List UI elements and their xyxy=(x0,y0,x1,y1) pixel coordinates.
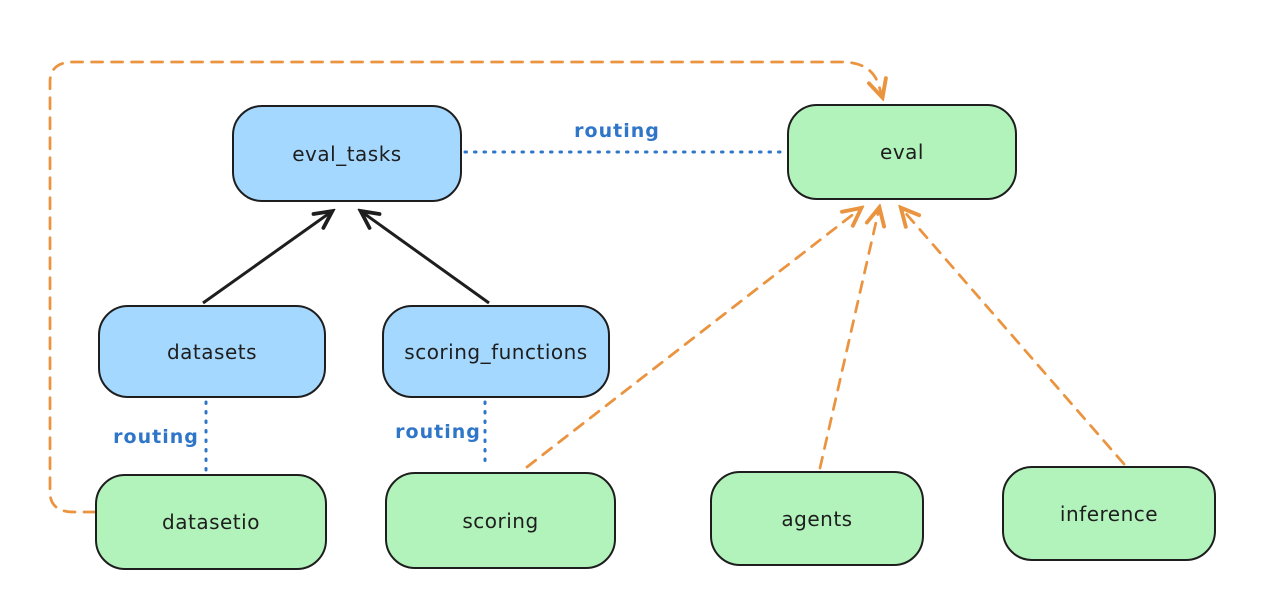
node-datasetio-label: datasetio xyxy=(162,510,260,534)
edge-datasets-to-eval-tasks xyxy=(202,212,331,305)
edge-datasetio-to-eval-loop xyxy=(48,60,882,514)
routing-label-datasets-datasetio: routing xyxy=(113,426,199,448)
node-eval-tasks-label: eval_tasks xyxy=(292,141,402,166)
node-scoring-functions: scoring_functions xyxy=(382,305,610,398)
edge-agents-to-eval xyxy=(818,209,879,470)
node-scoring-functions-label: scoring_functions xyxy=(404,339,588,364)
node-datasetio: datasetio xyxy=(95,474,327,570)
node-datasets-label: datasets xyxy=(166,339,258,364)
node-eval-tasks: eval_tasks xyxy=(232,105,462,202)
node-datasets: datasets xyxy=(98,305,326,398)
node-eval: eval xyxy=(787,104,1017,200)
routing-label-scoring-functions-scoring: routing xyxy=(395,421,481,443)
node-inference: inference xyxy=(1002,466,1216,561)
node-scoring: scoring xyxy=(385,472,616,569)
node-inference-label: inference xyxy=(1059,501,1159,526)
edge-scoring-functions-to-eval-tasks xyxy=(362,212,490,305)
node-scoring-label: scoring xyxy=(462,508,539,533)
node-agents: agents xyxy=(710,471,924,566)
edge-inference-to-eval xyxy=(902,209,1126,466)
node-eval-label: eval xyxy=(880,140,924,164)
edge-scoring-to-eval xyxy=(525,209,860,469)
node-agents-label: agents xyxy=(781,506,853,531)
routing-label-eval-tasks-eval: routing xyxy=(574,120,660,142)
